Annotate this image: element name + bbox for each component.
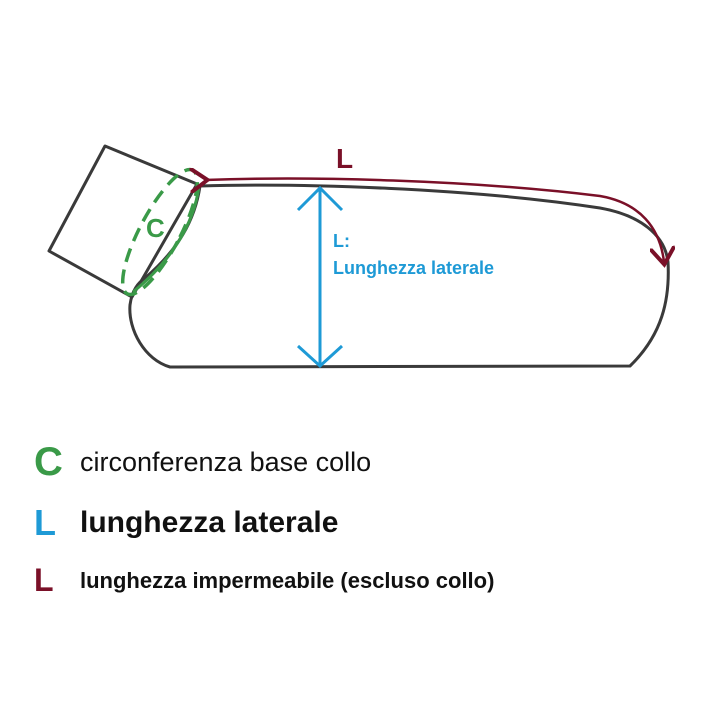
lateral-label-line1: L: [333, 231, 350, 251]
legend-letter-lateral: L [34, 502, 56, 543]
legend-text-neck: circonferenza base collo [80, 447, 372, 477]
legend-text-lateral: lunghezza laterale [80, 506, 339, 539]
waterproof-length-arrow [205, 179, 664, 262]
lateral-arrow-head-top [296, 185, 344, 212]
legend-item-lateral: L lunghezza laterale [34, 502, 338, 544]
top-length-label: L [336, 143, 353, 174]
legend-item-neck: C circonferenza base collo [34, 440, 371, 485]
legend-item-waterproof: L lunghezza impermeabile (escluso collo) [34, 562, 494, 599]
legend-letter-waterproof: L [34, 562, 54, 598]
lateral-label-line2: Lunghezza laterale [333, 258, 494, 278]
neck-label: C [146, 213, 165, 243]
legend-letter-neck: C [34, 440, 63, 484]
legend-text-waterproof: lunghezza impermeabile (escluso collo) [80, 567, 495, 593]
lateral-arrow-head-bottom [296, 344, 344, 369]
